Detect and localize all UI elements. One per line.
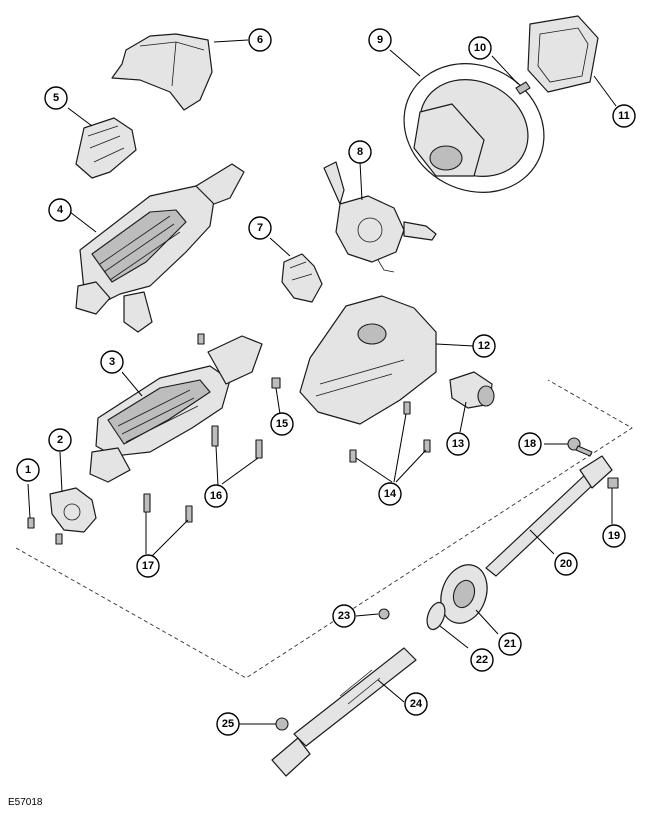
svg-text:17: 17: [142, 560, 154, 572]
cover-screws: [349, 401, 431, 463]
universal-joint-bolt: [275, 717, 289, 731]
callout-9: 9: [368, 28, 392, 52]
callout-18: 18: [518, 432, 542, 456]
callout-4: 4: [48, 198, 72, 222]
callout-25: 25: [216, 712, 240, 736]
callout-17: 17: [136, 554, 160, 578]
svg-text:8: 8: [357, 146, 363, 158]
sensor-screw: [27, 517, 63, 545]
steering-column-upper: [75, 163, 245, 333]
callout-10: 10: [468, 36, 492, 60]
callout-19: 19: [602, 524, 626, 548]
svg-text:13: 13: [452, 438, 464, 450]
callout-7: 7: [248, 216, 272, 240]
multifunction-switch-assembly: [323, 161, 437, 273]
callout-2: 2: [48, 428, 72, 452]
callout-16: 16: [204, 484, 228, 508]
mounting-bolts: [143, 493, 193, 523]
svg-text:10: 10: [474, 42, 486, 54]
svg-text:24: 24: [410, 698, 423, 710]
callout-8: 8: [348, 140, 372, 164]
svg-text:9: 9: [377, 34, 383, 46]
steering-column-lower: [89, 335, 263, 483]
callout-12: 12: [472, 334, 496, 358]
figure-reference-code: E57018: [8, 797, 43, 808]
leader-lines: [27, 39, 617, 725]
callout-13: 13: [446, 432, 470, 456]
shaft-nut: [607, 477, 619, 489]
lower-shaft-bolt: [378, 608, 390, 620]
svg-text:7: 7: [257, 222, 263, 234]
svg-text:2: 2: [57, 434, 63, 446]
svg-text:11: 11: [618, 110, 630, 122]
callout-22: 22: [470, 648, 494, 672]
callout-24: 24: [404, 692, 428, 716]
shaft-group-boundary: [15, 379, 633, 679]
svg-text:12: 12: [478, 340, 490, 352]
svg-text:21: 21: [504, 638, 516, 650]
ignition-switch: [281, 253, 323, 303]
callout-15: 15: [270, 412, 294, 436]
callout-3: 3: [100, 350, 124, 374]
airbag-module: [527, 15, 599, 93]
svg-text:22: 22: [476, 654, 488, 666]
svg-text:4: 4: [57, 204, 64, 216]
svg-text:20: 20: [560, 558, 572, 570]
svg-text:25: 25: [222, 718, 234, 730]
lower-shroud-trim: [75, 117, 137, 179]
steering-angle-sensor: [49, 487, 97, 533]
shaft-pinch-bolt: [567, 437, 593, 457]
svg-text:1: 1: [25, 464, 31, 476]
svg-text:6: 6: [257, 34, 263, 46]
intermediate-shaft: [485, 455, 613, 577]
seal-retainer: [426, 601, 446, 631]
svg-text:18: 18: [524, 438, 536, 450]
callout-5: 5: [44, 86, 68, 110]
svg-text:14: 14: [384, 488, 397, 500]
callout-23: 23: [332, 604, 356, 628]
lower-column-cover: [299, 295, 437, 425]
svg-text:16: 16: [210, 490, 222, 502]
callout-1: 1: [16, 458, 40, 482]
svg-text:5: 5: [53, 92, 59, 104]
callout-11: 11: [612, 104, 636, 128]
airbag-screw: [515, 81, 531, 95]
shaft-seal: [440, 564, 488, 624]
callout-6: 6: [248, 28, 272, 52]
svg-text:15: 15: [276, 418, 288, 430]
column-bolts: [211, 425, 263, 459]
steering-wheel: [403, 63, 545, 193]
lower-steering-shaft: [271, 647, 417, 777]
column-sensor: [449, 371, 495, 409]
callout-14: 14: [378, 482, 402, 506]
svg-text:23: 23: [338, 610, 350, 622]
callout-20: 20: [554, 552, 578, 576]
svg-text:19: 19: [608, 530, 620, 542]
svg-text:3: 3: [109, 356, 115, 368]
column-screw-15: [197, 333, 281, 389]
callout-21: 21: [498, 632, 522, 656]
upper-shroud: [111, 33, 213, 111]
